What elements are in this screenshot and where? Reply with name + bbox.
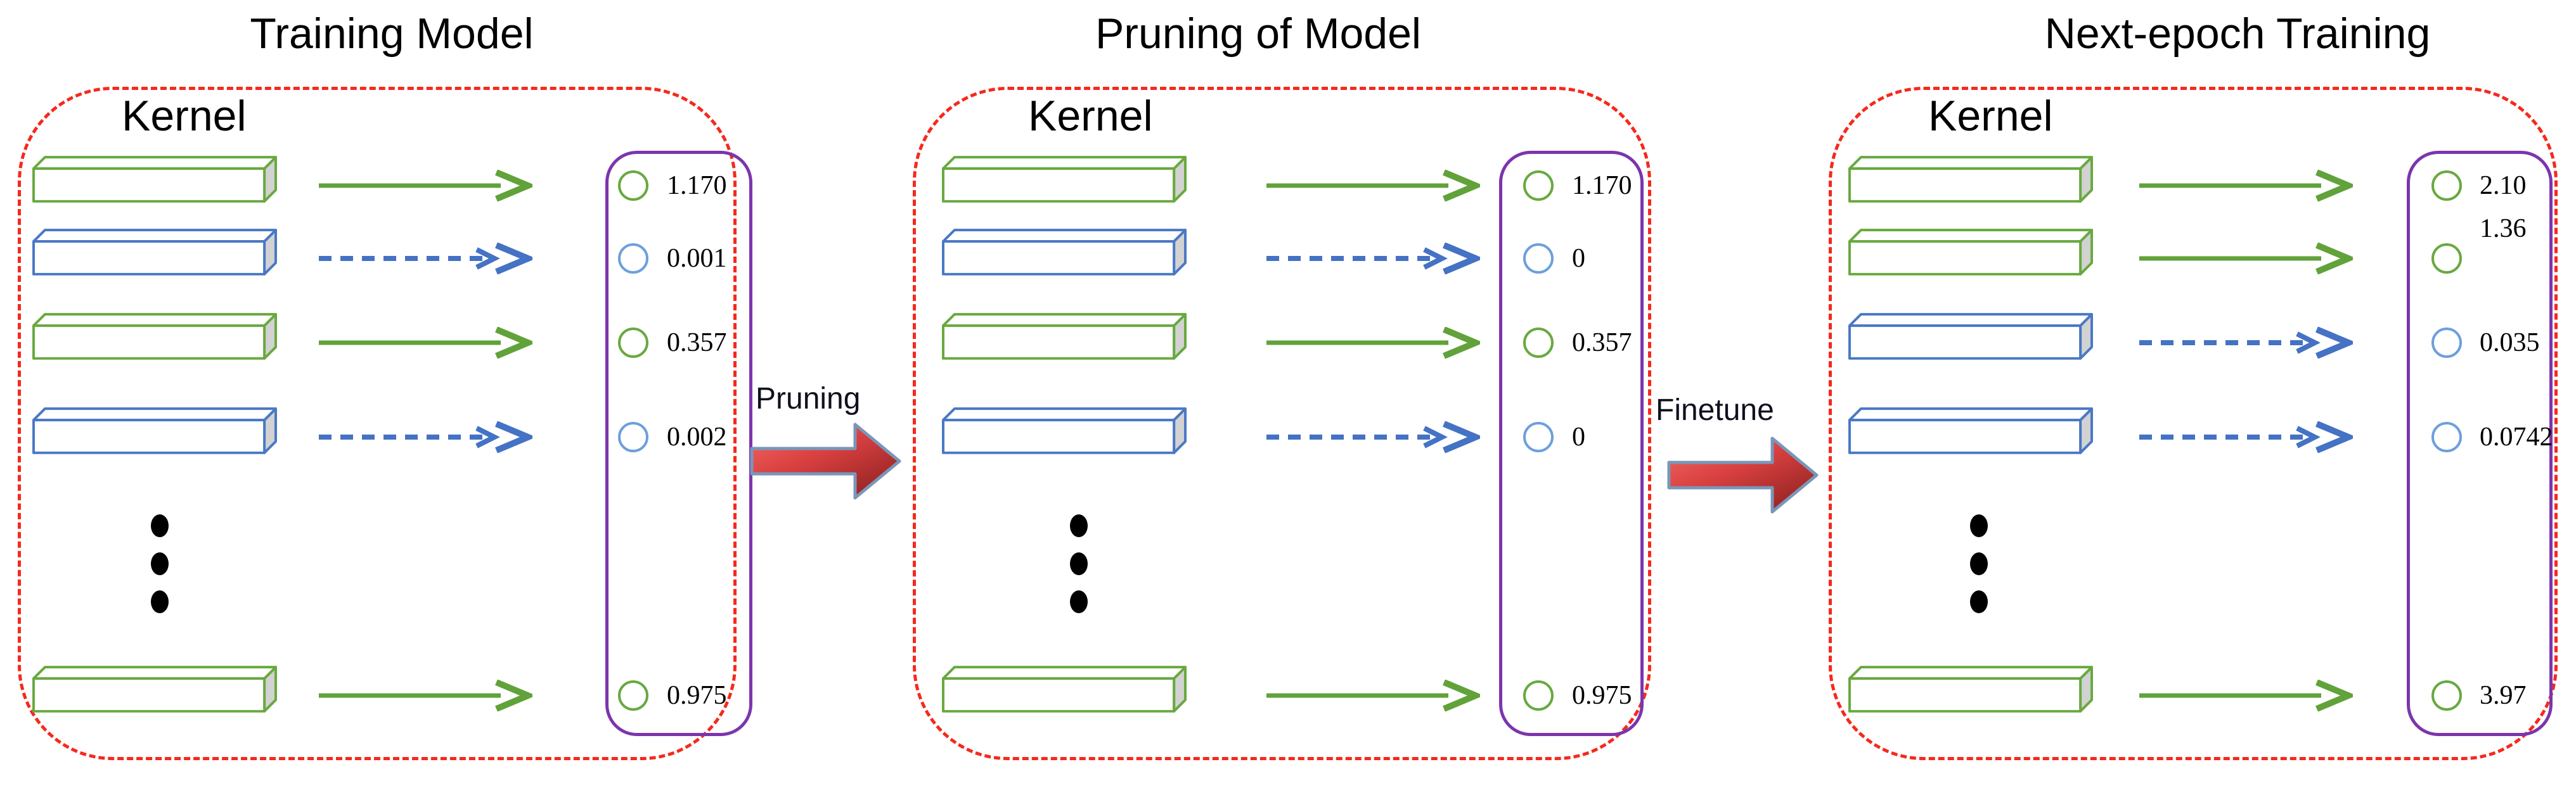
- kernel-label: Kernel: [122, 92, 247, 140]
- model-boundary-dashed-box: [913, 87, 1651, 760]
- model-boundary-dashed-box: [18, 87, 737, 760]
- panel-title: Next-epoch Training: [2044, 10, 2431, 58]
- ellipsis-dots-icon: [1070, 514, 1088, 613]
- dot-icon: [1070, 514, 1088, 537]
- ellipsis-dots-icon: [151, 514, 169, 613]
- dot-icon: [1970, 552, 1988, 575]
- importance-score-box: [1499, 151, 1644, 736]
- dot-icon: [151, 590, 169, 613]
- dot-icon: [1970, 514, 1988, 537]
- dot-icon: [1070, 590, 1088, 613]
- dot-icon: [151, 552, 169, 575]
- transition-label: Pruning: [756, 382, 861, 416]
- dot-icon: [1070, 552, 1088, 575]
- model-boundary-dashed-box: [1829, 87, 2558, 760]
- dot-icon: [151, 514, 169, 537]
- transition-label: Finetune: [1656, 393, 1774, 427]
- importance-score-box: [2407, 151, 2553, 736]
- kernel-label: Kernel: [1928, 92, 2053, 140]
- panel-title: Training Model: [250, 10, 534, 58]
- kernel-label: Kernel: [1028, 92, 1153, 140]
- panel-title: Pruning of Model: [1095, 10, 1422, 58]
- importance-score-box: [605, 151, 752, 736]
- ellipsis-dots-icon: [1970, 514, 1988, 613]
- dot-icon: [1970, 590, 1988, 613]
